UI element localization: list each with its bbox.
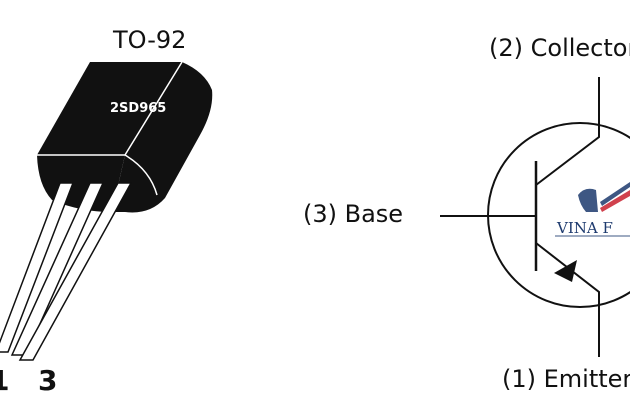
base-label: (3) Base <box>303 200 404 228</box>
package-type-label: TO-92 <box>113 26 187 54</box>
npn-symbol <box>440 77 630 357</box>
package-marking: 2SD965 <box>110 101 166 116</box>
emitter-arrow-icon <box>554 260 577 282</box>
collector-label: (2) Collector <box>489 34 630 62</box>
package-leads <box>0 182 133 361</box>
watermark-text: VINA F <box>557 219 613 237</box>
pin-label-3: 3 <box>38 364 58 397</box>
watermark-logo <box>555 182 630 237</box>
emitter-label: (1) Emitter <box>502 365 630 393</box>
pin-label-1: 1 <box>0 364 9 397</box>
